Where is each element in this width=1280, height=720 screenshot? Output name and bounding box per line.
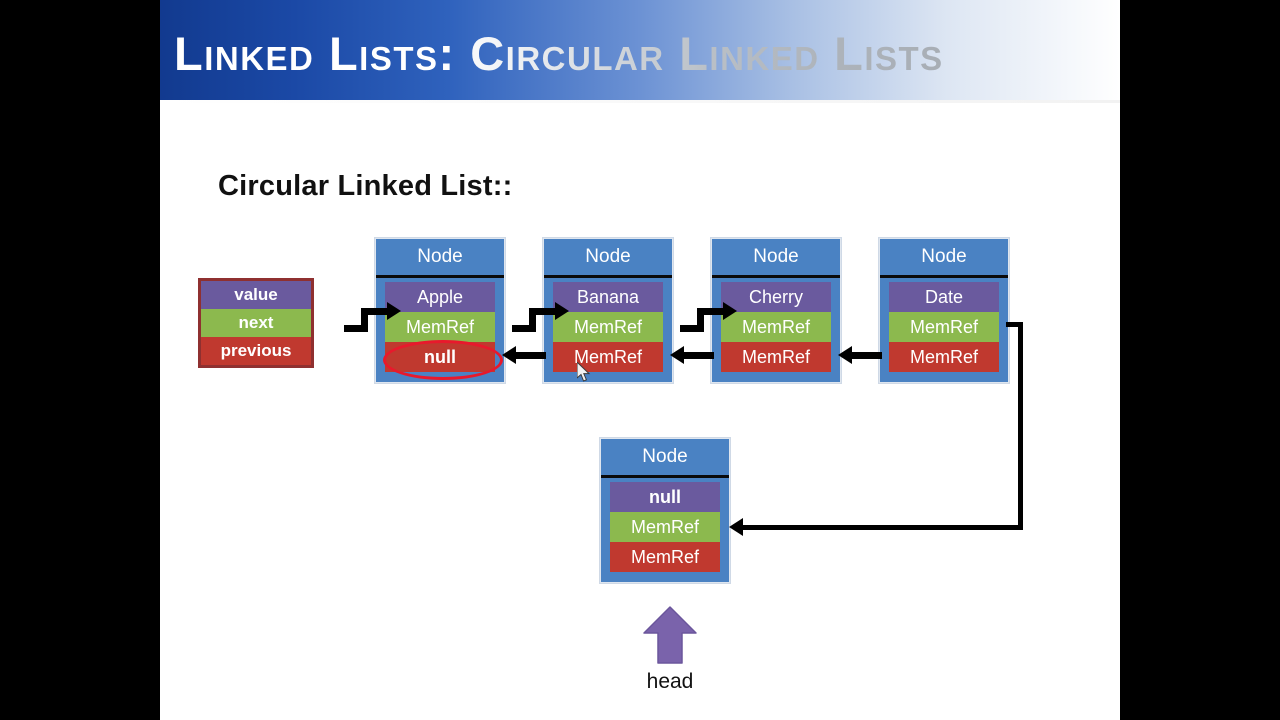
connector-next-1-2-seg-v [361, 308, 368, 332]
key-row-next: next [201, 309, 311, 337]
connector-wrap-arrowhead [729, 518, 743, 536]
node-title: Node [880, 239, 1008, 278]
connector-next-1-2-seg-h1 [344, 325, 368, 332]
node-structure-key: value next previous [198, 278, 314, 368]
connector-prev-2-1-arrowhead [502, 346, 516, 364]
connector-next-1-2-seg-h2 [361, 308, 387, 315]
letterbox-right [1120, 0, 1280, 720]
connector-prev-3-2-seg-h2 [684, 352, 714, 359]
node-value-field: Cherry [721, 282, 831, 312]
connector-wrap-seg-h-bottom [743, 525, 1023, 530]
node-next-field: MemRef [553, 312, 663, 342]
node-next-field: MemRef [721, 312, 831, 342]
node-next-field: MemRef [889, 312, 999, 342]
connector-next-1-2-arrowhead [387, 302, 401, 320]
slide-header-band: Linked Lists: Circular Linked Lists [160, 0, 1120, 100]
node-value-field: Apple [385, 282, 495, 312]
connector-next-3-4-seg-v [697, 308, 704, 332]
connector-next-2-3-seg-h2 [529, 308, 555, 315]
node-next-field: MemRef [610, 512, 720, 542]
node-box-3[interactable]: Node Cherry MemRef MemRef [711, 238, 841, 383]
node-value-field: Date [889, 282, 999, 312]
node-previous-field: MemRef [553, 342, 663, 372]
mouse-pointer-icon [577, 362, 591, 382]
node-box-4[interactable]: Node Date MemRef MemRef [879, 238, 1009, 383]
header-underline [160, 100, 1120, 103]
node-title: Node [544, 239, 672, 278]
node-box-1[interactable]: Node Apple MemRef null [375, 238, 505, 383]
letterbox-left [0, 0, 160, 720]
connector-prev-4-3-arrowhead [838, 346, 852, 364]
node-box-sentinel[interactable]: Node null MemRef MemRef [600, 438, 730, 583]
connector-prev-2-1-seg-h2 [516, 352, 546, 359]
page-title: Circular Linked List:: [218, 170, 513, 202]
node-previous-field: null [385, 342, 495, 372]
connector-wrap-seg-v [1018, 322, 1023, 530]
connector-prev-4-3-seg-h2 [852, 352, 882, 359]
connector-next-3-4-seg-h2 [697, 308, 723, 315]
node-title: Node [601, 439, 729, 478]
node-next-field: MemRef [385, 312, 495, 342]
connector-wrap-seg-h-top [1006, 322, 1023, 327]
node-value-field: Banana [553, 282, 663, 312]
connector-prev-3-2-arrowhead [670, 346, 684, 364]
node-value-field: null [610, 482, 720, 512]
connector-next-3-4-arrowhead [723, 302, 737, 320]
node-title: Node [376, 239, 504, 278]
node-previous-field: MemRef [889, 342, 999, 372]
connector-next-3-4-seg-h1 [680, 325, 704, 332]
connector-next-2-3-arrowhead [555, 302, 569, 320]
slide-title: Linked Lists: Circular Linked Lists [174, 27, 944, 80]
node-box-2[interactable]: Node Banana MemRef MemRef [543, 238, 673, 383]
head-pointer-arrow [643, 606, 697, 664]
key-row-value: value [201, 281, 311, 309]
key-row-previous: previous [201, 337, 311, 365]
node-previous-field: MemRef [610, 542, 720, 572]
slide-canvas: Linked Lists: Circular Linked Lists Circ… [160, 0, 1120, 720]
connector-next-2-3-seg-h1 [512, 325, 536, 332]
connector-next-2-3-seg-v [529, 308, 536, 332]
head-pointer-label: head [646, 670, 694, 693]
node-title: Node [712, 239, 840, 278]
node-previous-field: MemRef [721, 342, 831, 372]
